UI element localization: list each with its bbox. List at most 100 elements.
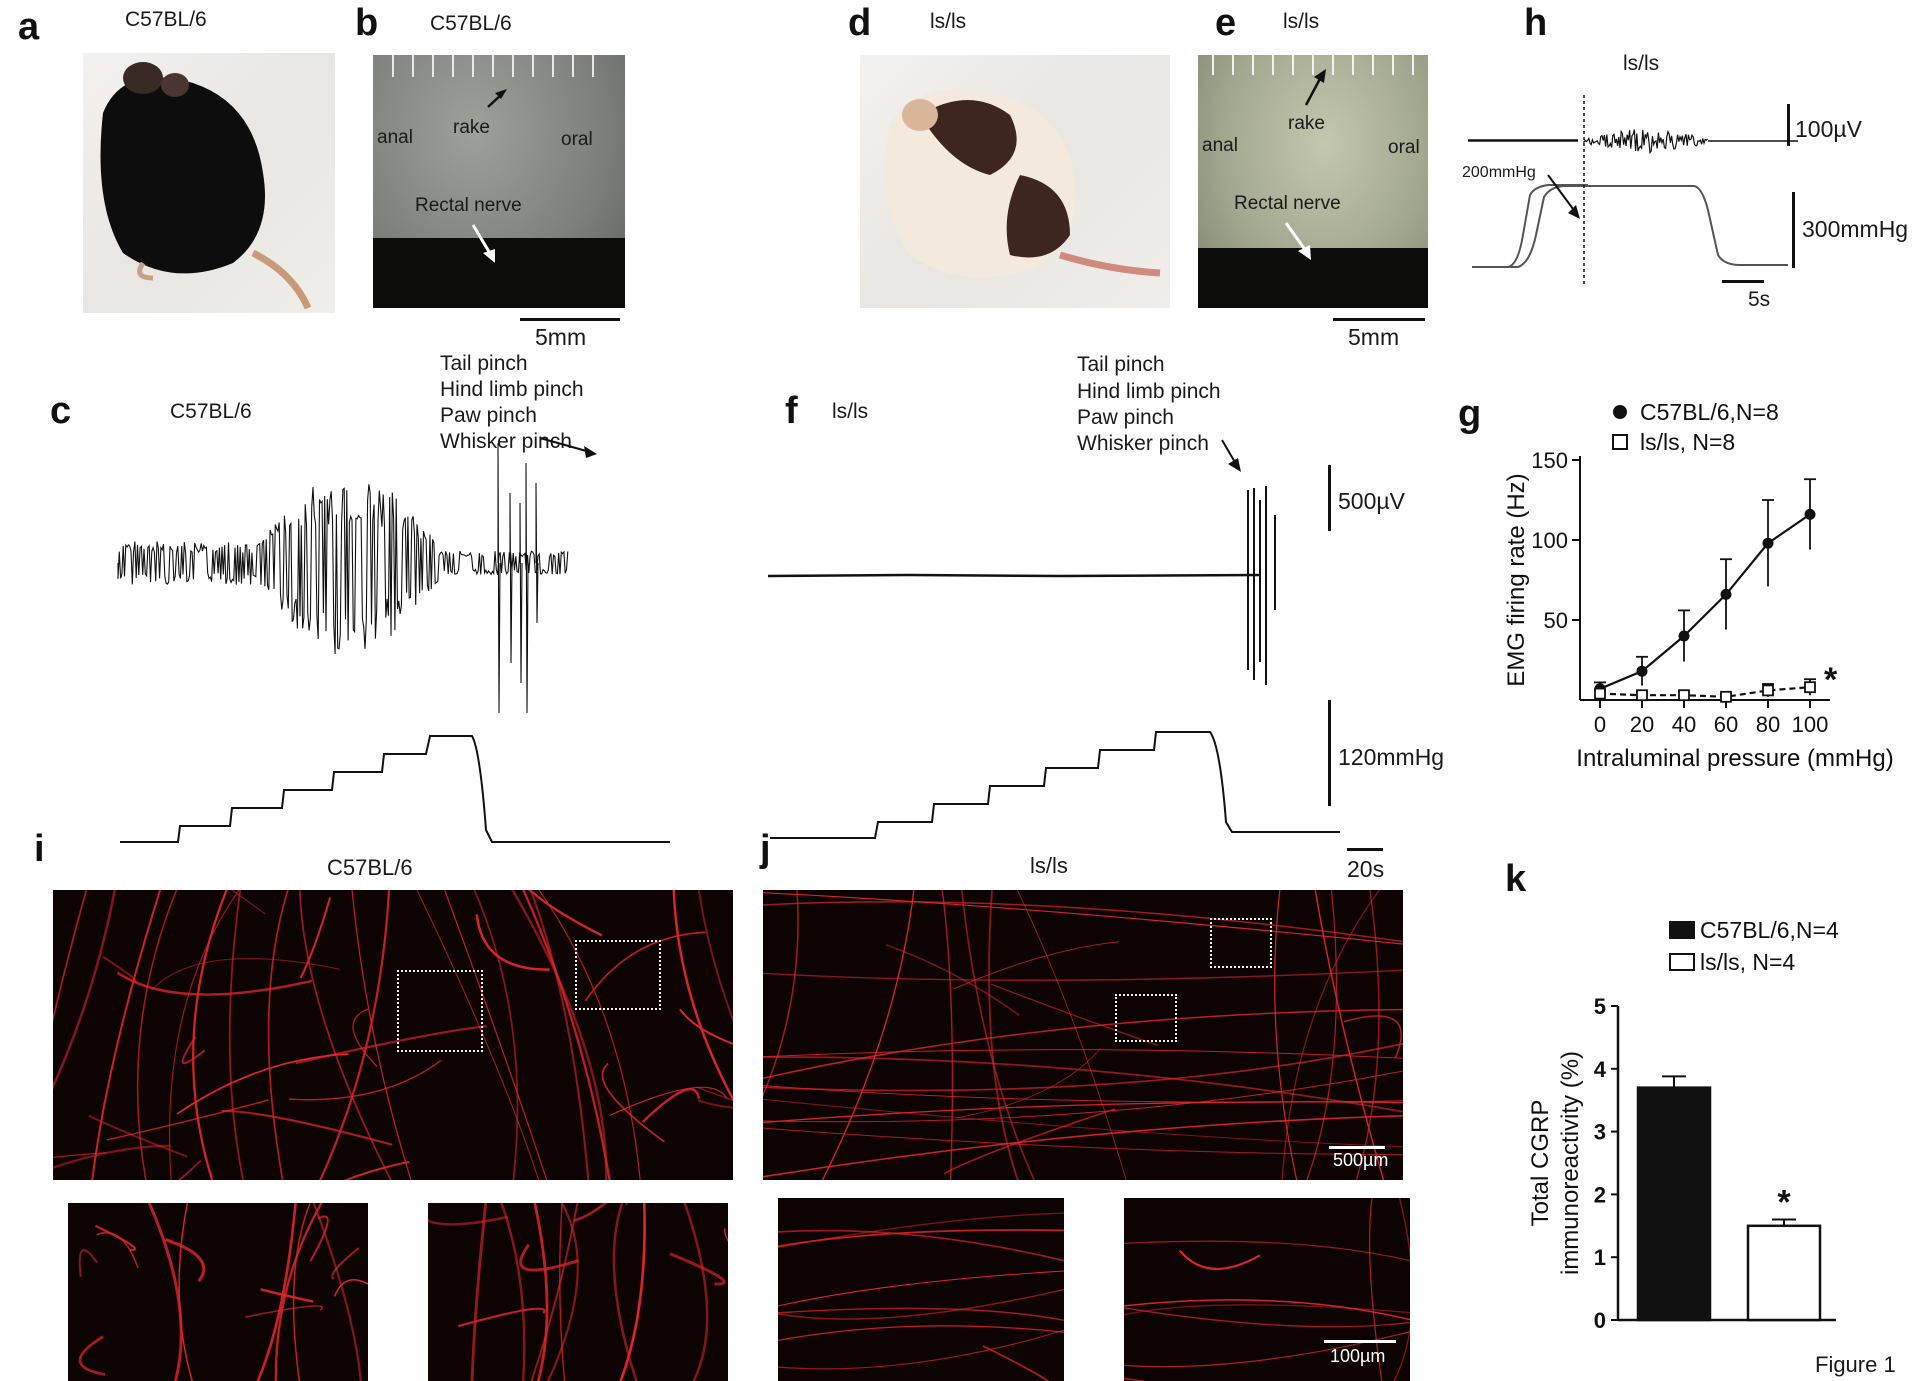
nerve-fiber [256,1203,297,1381]
x-tick-label: 100 [1792,712,1829,737]
nerve-fiber [1124,1299,1410,1321]
y-tick-label: 1 [1594,1245,1606,1270]
nerve-fiber [458,1307,546,1328]
strain-label-b: C57BL/6 [430,12,512,35]
nerve-fiber [96,1231,139,1269]
scale-bar-500um [1329,1146,1385,1149]
nerve-fiber [444,890,548,1180]
nerve-fiber [333,1279,368,1297]
nerve-fiber [309,1215,329,1262]
nerve-fiber [168,890,240,1180]
nerve-fiber [778,1270,1064,1307]
nerve-fiber [88,1114,188,1158]
colon-tissue-photo-lsls: rake anal oral Rectal nerve [1198,55,1428,308]
nerve-fiber [954,941,1119,990]
nerve-fiber [178,1160,202,1180]
tissue-label-nerve: Rectal nerve [1234,193,1341,214]
y-tick-label: 0 [1594,1308,1606,1333]
panel-label-g: g [1458,393,1482,435]
mouse-photo-lsls [860,55,1170,308]
scale-bar-h-pressure [1792,192,1795,268]
data-point [1636,665,1648,677]
x-tick-label: 20 [1630,712,1654,737]
nerve-fiber [546,1203,579,1381]
y-tick-label: 2 [1594,1182,1606,1207]
nerve-fiber [53,1152,107,1158]
strain-label-i: C57BL/6 [327,855,413,880]
mouse-photo-c57bl6 [83,53,335,313]
nerve-fiber [94,1224,136,1252]
nerve-fiber [821,890,915,1180]
nerve-fiber [990,983,1159,1047]
nerve-fiber [763,1049,1403,1059]
micrograph-c57bl6-inset-1 [68,1203,368,1381]
nerve-fiber [559,1203,566,1381]
panel-c-traces [117,437,670,843]
nerve-fiber [91,890,162,1180]
roi-box-1 [397,970,483,1052]
micrograph-lsls-inset-2: 100µm [1124,1198,1410,1381]
legend-marker [1612,434,1628,450]
nerve-fiber [500,1203,526,1381]
roi-box-2 [1115,994,1177,1042]
nerve-fiber [116,971,313,996]
nerve-fiber [533,1203,549,1381]
pressure-trace-c [120,735,670,843]
scale-bar-pressure [1328,700,1331,806]
x-tick-label: 40 [1672,712,1696,737]
scale-bar-h-emg [1787,104,1790,146]
nerve-fiber [763,1070,1403,1123]
data-point [1678,689,1690,702]
nerve-fiber [288,1060,442,1101]
roi-box-2 [575,940,661,1010]
bath-dark-region [1198,248,1428,308]
pressure-trace-f [770,731,1340,839]
nerve-fiber [641,1088,701,1123]
data-point [1762,537,1774,549]
scale-label-b: 5mm [535,324,587,350]
strain-label-a: C57BL/6 [125,8,207,31]
x-axis-label: Intraluminal pressure (mmHg) [1576,745,1893,772]
nerve-fiber [697,1099,733,1109]
nerve-fiber [176,1053,349,1115]
nerve-fiber [1178,1249,1261,1270]
strain-label-f: ls/ls [832,400,869,423]
scale-label-time: 20s [1347,856,1385,882]
y-tick-label: 150 [1531,448,1568,473]
nerve-fiber [672,890,733,1102]
nerve-fiber [181,1036,206,1065]
legend-label: C57BL/6,N=4 [1700,917,1839,943]
x-tick-label: 0 [1594,712,1606,737]
nerve-fiber [106,1099,269,1141]
scale-bar-h-time [1722,280,1764,283]
data-point [1720,690,1732,703]
nerve-fiber [136,890,178,1180]
nerve-fiber [78,1335,106,1376]
nerve-fiber [625,1203,628,1206]
y-axis-label: immunoreactivity (%) [1557,1051,1584,1275]
pinch-label-hindlimb-f: Hind limb pinch [1077,380,1221,403]
nerve-fiber [428,1215,508,1226]
nerve-fiber [601,1063,665,1143]
nerve-fiber [988,890,1019,1180]
panel-label-k: k [1505,858,1527,900]
nerve-fiber [679,1008,733,1045]
scale-bar-100um [1324,1340,1396,1343]
tissue-label-oral: oral [561,129,593,150]
pinch-label-paw-c: Paw pinch [440,404,537,427]
nerve-fiber [78,1249,98,1277]
nerve-fiber [1124,1304,1410,1316]
nerve-fiber [530,1203,579,1381]
panel-label-b: b [355,2,379,44]
strain-label-c: C57BL/6 [170,400,252,423]
scale-bar-b [520,318,620,321]
nerve-fiber [763,1008,1403,1080]
nerve-fiber [683,1203,709,1381]
nerve-fiber [1124,1377,1148,1381]
nerve-fiber [1393,1198,1410,1381]
nerve-fiber [1369,1198,1383,1381]
x-tick-label: 60 [1714,712,1738,737]
tissue-label-anal: anal [1202,135,1238,156]
nerve-fiber [943,1108,1116,1175]
panel-f-traces [767,439,1340,839]
